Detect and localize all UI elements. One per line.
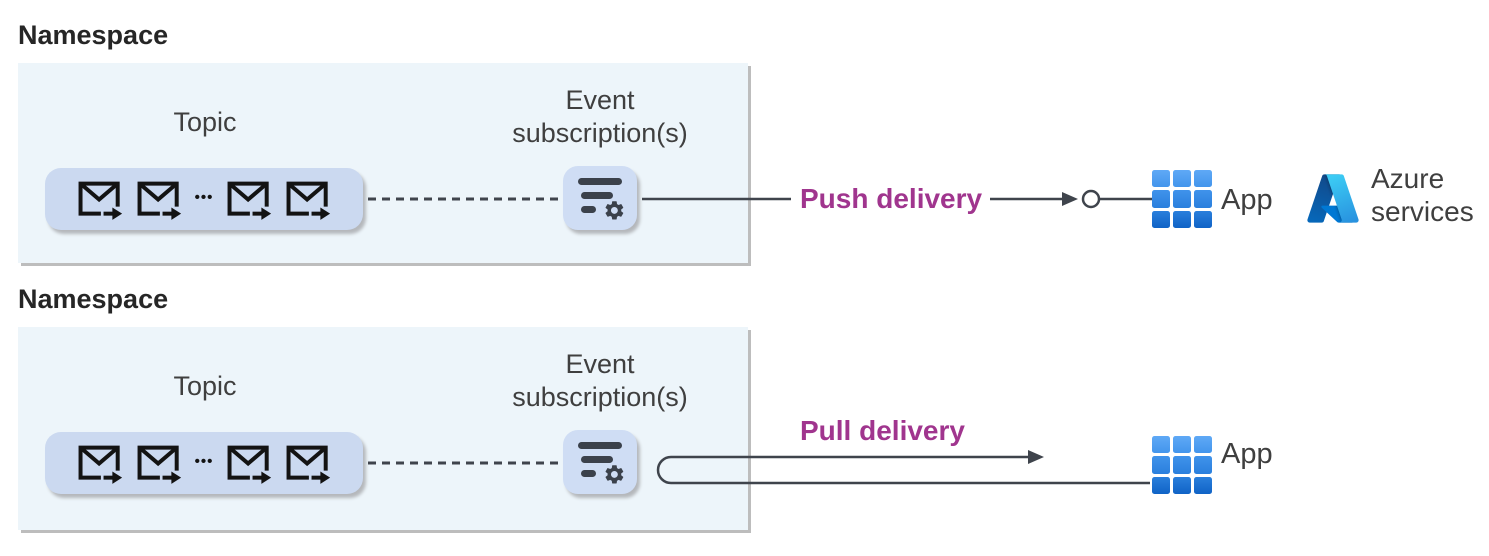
event-envelope-icon bbox=[78, 445, 122, 484]
pull-app-label: App bbox=[1221, 438, 1273, 470]
push-namespace-heading: Namespace bbox=[18, 20, 169, 50]
gear-icon bbox=[605, 201, 624, 220]
pull-app-grid-icon bbox=[1152, 436, 1212, 494]
event-envelope-icon bbox=[227, 445, 272, 484]
azure-logo-icon bbox=[1307, 174, 1359, 223]
push-event-subscription-line2: subscription(s) bbox=[512, 118, 688, 148]
ellipsis-icon: ••• bbox=[194, 452, 214, 470]
event-envelope-icon bbox=[286, 445, 331, 484]
pull-event-subscription-icon bbox=[563, 430, 637, 494]
push-topic-label: Topic bbox=[173, 107, 237, 137]
filter-gear-icon bbox=[578, 442, 624, 484]
push-event-subscription-label: Event subscription(s) bbox=[455, 84, 745, 150]
pull-delivery-label: Pull delivery bbox=[800, 415, 965, 446]
ellipsis-icon: ••• bbox=[194, 188, 214, 206]
azure-services-line1: Azure bbox=[1371, 163, 1445, 194]
event-envelope-icon bbox=[137, 181, 181, 220]
event-envelope-icon bbox=[286, 181, 331, 220]
push-event-subscription-line1: Event bbox=[565, 85, 635, 115]
event-envelope-icon bbox=[78, 181, 122, 220]
pull-namespace-heading: Namespace bbox=[18, 284, 169, 314]
event-envelope-icon bbox=[137, 445, 181, 484]
pull-event-subscription-line1: Event bbox=[565, 349, 635, 379]
pull-event-subscription-label: Event subscription(s) bbox=[455, 348, 745, 414]
push-arrowhead-icon bbox=[1062, 192, 1078, 206]
azure-services-label: Azure services bbox=[1371, 162, 1474, 228]
push-delivery-label: Push delivery bbox=[800, 183, 983, 214]
azure-services-line2: services bbox=[1371, 196, 1474, 227]
pull-namespace-box bbox=[18, 327, 748, 530]
event-envelope-icon bbox=[227, 181, 272, 220]
push-event-subscription-icon bbox=[563, 166, 637, 230]
gear-icon bbox=[605, 465, 624, 484]
filter-gear-icon bbox=[578, 178, 624, 220]
push-topic-pill: ••• bbox=[45, 168, 363, 230]
pull-topic-pill: ••• bbox=[45, 432, 363, 494]
push-app-label: App bbox=[1221, 184, 1273, 216]
push-app-grid-icon bbox=[1152, 170, 1212, 228]
push-endpoint-circle-icon bbox=[1081, 189, 1101, 209]
pull-topic-label: Topic bbox=[173, 371, 237, 401]
pull-arrowhead-icon bbox=[1028, 450, 1044, 464]
pull-event-subscription-line2: subscription(s) bbox=[512, 382, 688, 412]
